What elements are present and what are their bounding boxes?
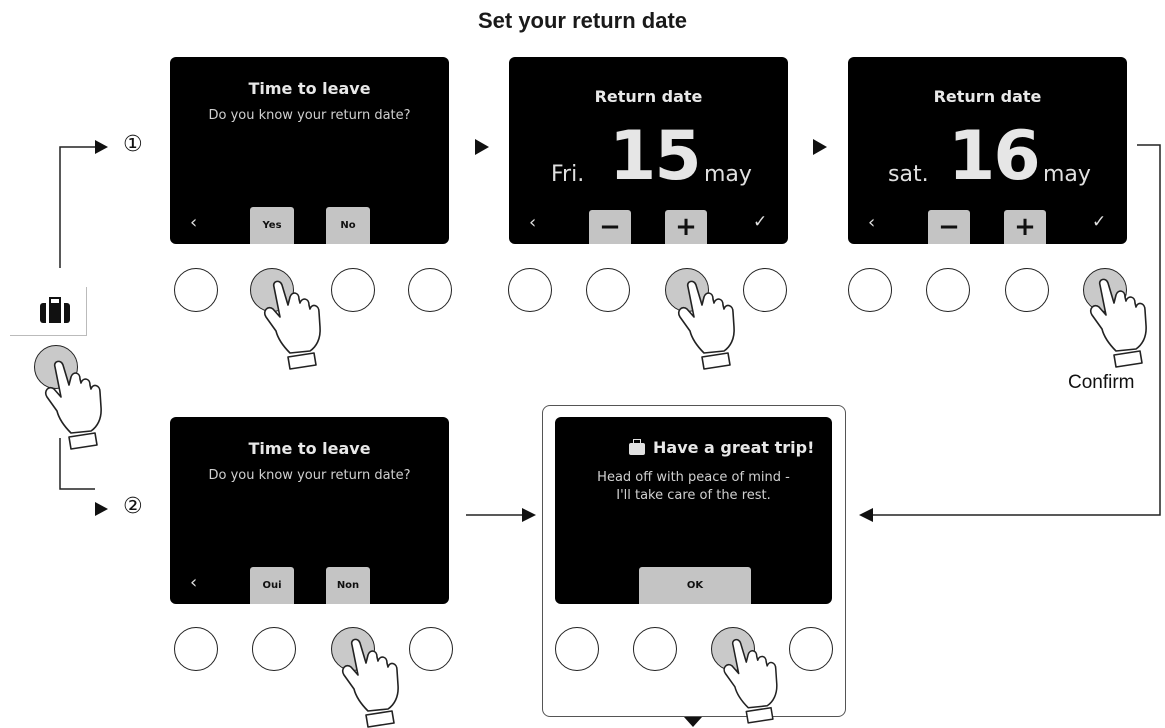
pointing-hand-icon bbox=[263, 280, 321, 370]
month-label: may bbox=[1043, 162, 1091, 187]
arrow-left-icon bbox=[859, 508, 873, 522]
screen-title: Time to leave bbox=[248, 439, 371, 458]
screen-line-1: Head off with peace of mind - bbox=[597, 470, 790, 485]
screen-title: Have a great trip! bbox=[653, 438, 815, 457]
plus-button[interactable]: + bbox=[1004, 210, 1046, 244]
step-2-label: ② bbox=[123, 494, 143, 519]
connector-line bbox=[59, 146, 95, 268]
hardware-button[interactable] bbox=[252, 627, 296, 671]
check-icon[interactable]: ✓ bbox=[1092, 212, 1107, 232]
hardware-button[interactable] bbox=[174, 268, 218, 312]
screen-subtitle: Do you know your return date? bbox=[208, 468, 411, 483]
date-number: 16 bbox=[948, 117, 1041, 196]
hardware-button[interactable] bbox=[174, 627, 218, 671]
arrow-right-icon bbox=[95, 140, 108, 154]
back-icon[interactable]: ‹ bbox=[190, 572, 198, 593]
arrow-right-icon bbox=[813, 139, 827, 155]
screen-title: Time to leave bbox=[248, 79, 371, 98]
screen-return-date-fri: Return date Fri. 15 may ‹ − + ✓ bbox=[509, 57, 788, 244]
oui-button[interactable]: Oui bbox=[250, 567, 294, 604]
hardware-button[interactable] bbox=[508, 268, 552, 312]
screen-title: Return date bbox=[594, 87, 703, 106]
date-number: 15 bbox=[609, 117, 702, 196]
hardware-button[interactable] bbox=[926, 268, 970, 312]
suitcase-icon bbox=[40, 297, 70, 323]
day-label: sat. bbox=[888, 162, 929, 187]
pointing-hand-icon bbox=[341, 638, 399, 728]
minus-button[interactable]: − bbox=[928, 210, 970, 244]
arrow-right-icon bbox=[95, 502, 108, 516]
back-icon[interactable]: ‹ bbox=[190, 212, 198, 233]
hardware-button[interactable] bbox=[586, 268, 630, 312]
arrow-right-icon bbox=[522, 508, 536, 522]
hardware-button[interactable] bbox=[1005, 268, 1049, 312]
screen-great-trip: Have a great trip! Head off with peace o… bbox=[555, 417, 832, 604]
hardware-button[interactable] bbox=[408, 268, 452, 312]
connector-line bbox=[873, 144, 1161, 516]
check-icon[interactable]: ✓ bbox=[753, 212, 768, 232]
pointing-hand-icon bbox=[677, 280, 735, 370]
page-title: Set your return date bbox=[477, 8, 688, 33]
screen-title: Return date bbox=[933, 87, 1042, 106]
screen-subtitle: Do you know your return date? bbox=[208, 108, 411, 123]
hardware-button-pressed[interactable] bbox=[250, 268, 294, 312]
minus-button[interactable]: − bbox=[589, 210, 631, 244]
day-label: Fri. bbox=[551, 162, 585, 187]
hardware-button[interactable] bbox=[331, 268, 375, 312]
hardware-button[interactable] bbox=[633, 627, 677, 671]
hardware-button[interactable] bbox=[555, 627, 599, 671]
screen-line-2: I'll take care of the rest. bbox=[616, 488, 771, 503]
arrow-down-icon bbox=[684, 717, 702, 727]
hardware-button[interactable] bbox=[409, 627, 453, 671]
arrow-right-icon bbox=[475, 139, 489, 155]
hardware-button[interactable] bbox=[789, 627, 833, 671]
hardware-button[interactable] bbox=[743, 268, 787, 312]
yes-button[interactable]: Yes bbox=[250, 207, 294, 244]
ok-button[interactable]: OK bbox=[639, 567, 751, 604]
back-icon[interactable]: ‹ bbox=[868, 212, 876, 233]
back-icon[interactable]: ‹ bbox=[529, 212, 537, 233]
screen-question-en: Time to leave Do you know your return da… bbox=[170, 57, 449, 244]
connector-line bbox=[59, 438, 95, 490]
hardware-button[interactable] bbox=[848, 268, 892, 312]
confirm-label: Confirm bbox=[1068, 372, 1135, 393]
screen-return-date-sat: Return date sat. 16 may ‹ − + ✓ bbox=[848, 57, 1127, 244]
pointing-hand-icon bbox=[723, 638, 778, 724]
suitcase-icon bbox=[629, 439, 645, 455]
pointing-hand-icon bbox=[44, 360, 102, 450]
plus-button[interactable]: + bbox=[665, 210, 707, 244]
non-button[interactable]: Non bbox=[326, 567, 370, 604]
screen-question-fr: Time to leave Do you know your return da… bbox=[170, 417, 449, 604]
no-button[interactable]: No bbox=[326, 207, 370, 244]
step-1-label: ① bbox=[123, 132, 143, 157]
month-label: may bbox=[704, 162, 752, 187]
pointing-hand-icon bbox=[1089, 278, 1147, 368]
